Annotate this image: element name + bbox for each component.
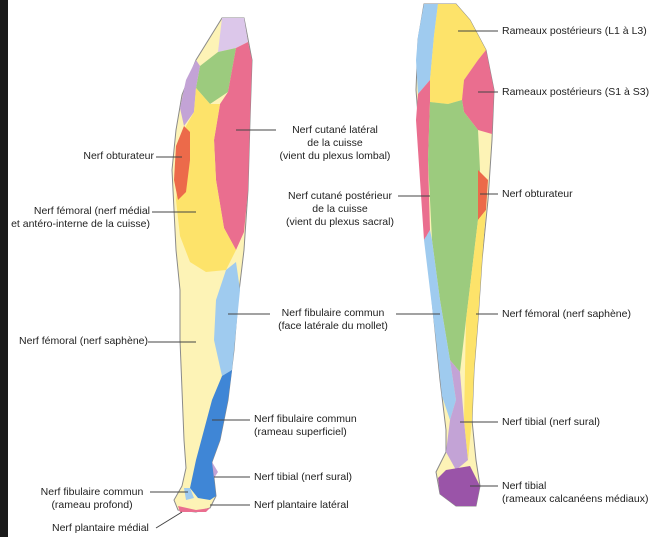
label-ant-fibulaire-profond: Nerf fibulaire commun (rameau profond) xyxy=(34,486,150,512)
label-text-line1: Nerf fémoral (nerf médial xyxy=(11,205,150,218)
label-post-rameaux-S: Rameaux postérieurs (S1 à S3) xyxy=(502,86,649,99)
label-text-line1: Nerf tibial xyxy=(502,480,649,493)
label-ant-femoral-medial: Nerf fémoral (nerf médial et antéro-inte… xyxy=(11,205,150,231)
label-text-line2: et antéro-interne de la cuisse) xyxy=(11,218,150,231)
label-text: Rameaux postérieurs (L1 à L3) xyxy=(502,25,647,38)
label-text: Nerf plantaire latéral xyxy=(254,499,349,512)
label-post-saphene: Nerf fémoral (nerf saphène) xyxy=(502,308,631,321)
label-text: Nerf obturateur xyxy=(83,150,154,163)
label-text-line2: (face latérale du mollet) xyxy=(266,320,400,333)
label-text-line3: (vient du plexus sacral) xyxy=(276,216,404,229)
label-text-line2: (rameau superficiel) xyxy=(254,426,357,439)
label-text-line1: Nerf cutané latéral xyxy=(270,124,400,137)
label-text-line2: de la cuisse xyxy=(270,137,400,150)
label-ant-fibulaire-face: Nerf fibulaire commun (face latérale du … xyxy=(266,307,400,333)
label-post-tibial-sural: Nerf tibial (nerf sural) xyxy=(502,416,600,429)
white-panel xyxy=(8,0,654,537)
label-text-line1: Nerf fibulaire commun xyxy=(266,307,400,320)
label-text-line1: Nerf fibulaire commun xyxy=(34,486,150,499)
label-ant-saphene: Nerf fémoral (nerf saphène) xyxy=(19,335,148,348)
label-post-obturateur: Nerf obturateur xyxy=(502,188,573,201)
label-text-line3: (vient du plexus lombal) xyxy=(270,150,400,163)
label-text-line1: Nerf cutané postérieur xyxy=(276,190,404,203)
label-text: Rameaux postérieurs (S1 à S3) xyxy=(502,86,649,99)
label-text: Nerf plantaire médial xyxy=(52,522,149,535)
label-ant-tibial-sural: Nerf tibial (nerf sural) xyxy=(254,471,352,484)
label-text: Nerf obturateur xyxy=(502,188,573,201)
label-text-line2: (rameaux calcanéens médiaux) xyxy=(502,493,649,506)
label-text: Nerf tibial (nerf sural) xyxy=(254,471,352,484)
label-text-line1: Nerf fibulaire commun xyxy=(254,413,357,426)
label-ant-cutane-lateral: Nerf cutané latéral de la cuisse (vient … xyxy=(270,124,400,163)
label-text: Nerf fémoral (nerf saphène) xyxy=(502,308,631,321)
label-text: Nerf fémoral (nerf saphène) xyxy=(19,335,148,348)
label-ant-plantaire-medial: Nerf plantaire médial xyxy=(52,522,149,535)
label-text-line2: (rameau profond) xyxy=(34,499,150,512)
label-ant-plantaire-lateral: Nerf plantaire latéral xyxy=(254,499,349,512)
label-ant-obturateur: Nerf obturateur xyxy=(83,150,154,163)
label-text-line2: de la cuisse xyxy=(276,203,404,216)
label-post-cutane-posterieur: Nerf cutané postérieur de la cuisse (vie… xyxy=(276,190,404,229)
label-ant-fibulaire-superficiel: Nerf fibulaire commun (rameau superficie… xyxy=(254,413,357,439)
label-post-rameaux-L: Rameaux postérieurs (L1 à L3) xyxy=(502,25,647,38)
label-post-tibial-calcaneen: Nerf tibial (rameaux calcanéens médiaux) xyxy=(502,480,649,506)
label-text: Nerf tibial (nerf sural) xyxy=(502,416,600,429)
